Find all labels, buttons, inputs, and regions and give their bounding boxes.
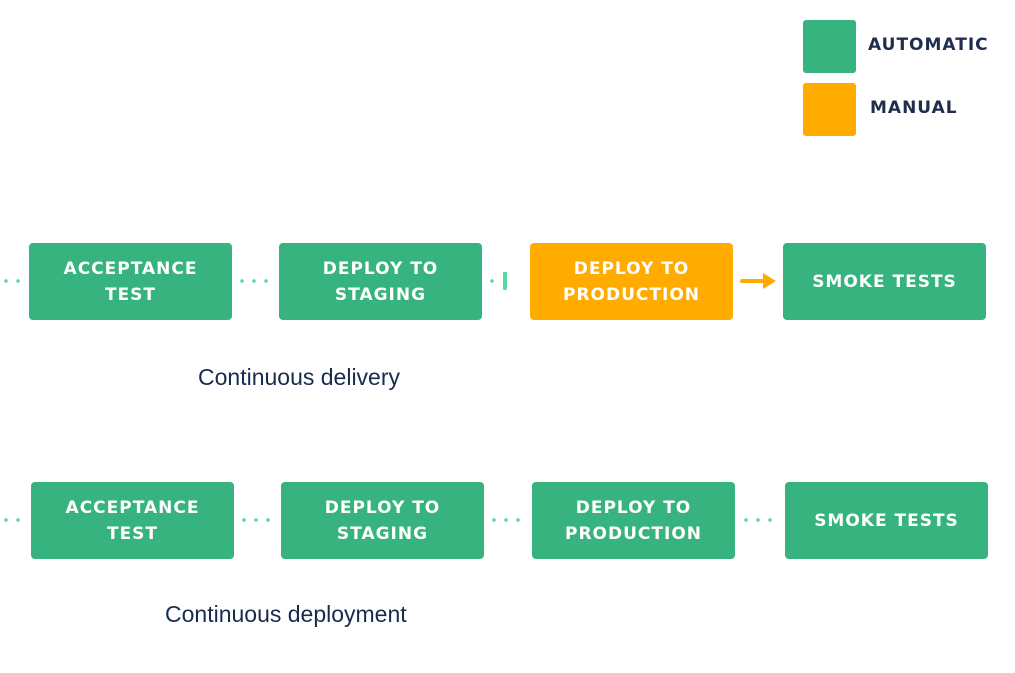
connector-dots <box>236 279 276 283</box>
gate-bar-icon <box>503 272 507 290</box>
delivery-stage-acceptance-test: ACCEPTANCE TEST <box>29 243 232 320</box>
legend-manual-label: MANUAL <box>870 98 958 118</box>
deployment-caption: Continuous deployment <box>165 601 407 627</box>
deployment-stage-acceptance-test: ACCEPTANCE TEST <box>31 482 234 559</box>
connector-dots <box>238 518 278 522</box>
delivery-stage-smoke-tests: SMOKE TESTS <box>783 243 986 320</box>
connector-dots <box>0 518 28 522</box>
deployment-stage-deploy-to-staging: DEPLOY TO STAGING <box>281 482 484 559</box>
connector-dots <box>0 279 26 283</box>
delivery-caption: Continuous delivery <box>198 364 401 390</box>
connector-dots <box>488 518 528 522</box>
connector-dots <box>740 518 780 522</box>
delivery-stage-deploy-to-production: DEPLOY TO PRODUCTION <box>530 243 733 320</box>
connector-dots <box>486 279 498 283</box>
deployment-stage-smoke-tests: SMOKE TESTS <box>785 482 988 559</box>
delivery-stage-deploy-to-staging: DEPLOY TO STAGING <box>279 243 482 320</box>
deployment-stage-deploy-to-production: DEPLOY TO PRODUCTION <box>532 482 735 559</box>
arrow-right-icon <box>740 273 776 289</box>
legend-automatic-swatch <box>803 20 856 73</box>
legend-manual-swatch <box>803 83 856 136</box>
legend-automatic-label: AUTOMATIC <box>868 35 989 55</box>
